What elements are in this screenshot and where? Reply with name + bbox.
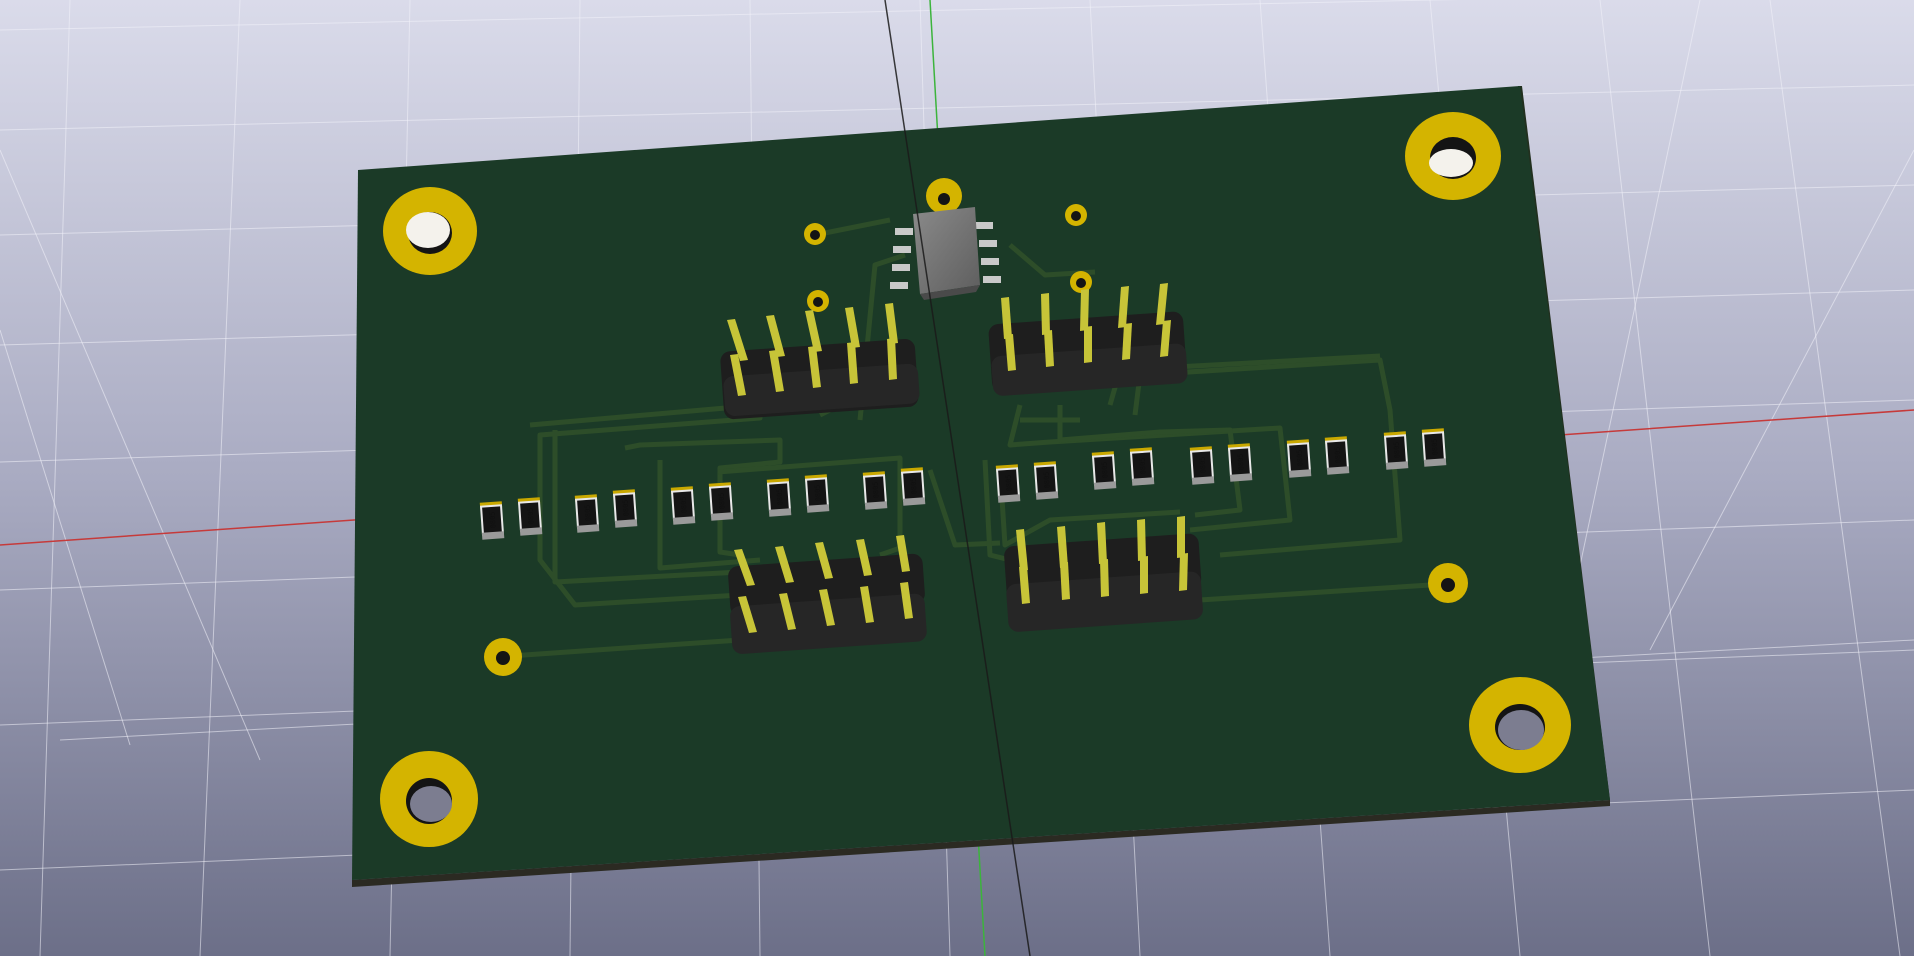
resistor-0805[interactable]: 0805 [862, 471, 888, 510]
resistor-0805[interactable]: 0805 [1033, 461, 1059, 500]
resistor-0805[interactable]: 0805 [1091, 451, 1117, 490]
resistor-label: 0805 [1004, 474, 1013, 491]
pin-header-block[interactable] [988, 283, 1188, 396]
resistor-label: 0805 [1392, 441, 1401, 458]
via [1070, 271, 1092, 293]
resistor-label: 0805 [909, 477, 918, 494]
resistor-0805[interactable]: 0805 [1421, 428, 1447, 467]
resistor-label: 0805 [583, 504, 592, 521]
resistor-0805[interactable]: 0805 [995, 464, 1021, 503]
resistor-label: 0805 [813, 484, 822, 501]
resistor-label: 0805 [775, 488, 784, 505]
pin-header-block[interactable] [1003, 516, 1203, 632]
resistor-label: 0805 [871, 481, 880, 498]
resistor-0805[interactable]: 0805 [1189, 446, 1215, 485]
resistor-label: 0805 [526, 507, 535, 524]
resistor-label: 0805 [1236, 453, 1245, 470]
resistor-label: 0805 [717, 492, 726, 509]
resistor-label: 0805 [679, 496, 688, 513]
via [804, 223, 826, 245]
pin-header-block[interactable] [727, 535, 927, 655]
resistor-0805[interactable]: 0805 [517, 497, 543, 536]
via [807, 290, 829, 312]
resistor-group: 0805 0805 0805 0805 0805 0805 0805 0805 0805 0805… [479, 428, 1447, 540]
resistor-label: 0805 [621, 499, 630, 516]
via [926, 178, 962, 214]
resistor-0805[interactable]: 0805 [1383, 431, 1409, 470]
ic-chip-soic8[interactable] [890, 207, 1001, 300]
resistor-label: 0805 [1333, 446, 1342, 463]
mounting-hole [383, 187, 477, 275]
resistor-0805[interactable]: 0805 [612, 489, 638, 528]
via [484, 638, 522, 676]
resistor-0805[interactable]: 0805 [1286, 439, 1312, 478]
resistor-label: 0805 [1138, 457, 1147, 474]
resistor-0805[interactable]: 0805 [804, 474, 830, 513]
resistor-label: 0805 [1198, 456, 1207, 473]
resistor-label: 0805 [1042, 471, 1051, 488]
pcb-board[interactable] [352, 86, 1610, 880]
resistor-0805[interactable]: 0805 [900, 467, 926, 506]
resistor-0805[interactable]: 0805 [766, 478, 792, 517]
resistor-label: 0805 [488, 511, 497, 528]
resistor-0805[interactable]: 0805 [708, 482, 734, 521]
mounting-hole [380, 751, 478, 847]
via [1428, 563, 1468, 603]
pin-header-block[interactable] [720, 303, 920, 420]
mounting-hole [1469, 677, 1571, 773]
resistor-0805[interactable]: 0805 [1129, 447, 1155, 486]
via [1065, 204, 1087, 226]
pcb-board-edge [352, 800, 1610, 887]
z-axis-line [884, 0, 1031, 956]
resistor-0805[interactable]: 0805 [1227, 443, 1253, 482]
resistor-0805[interactable]: 0805 [1324, 436, 1350, 475]
resistor-0805[interactable]: 0805 [479, 501, 505, 540]
resistor-label: 0805 [1295, 449, 1304, 466]
resistor-label: 0805 [1100, 461, 1109, 478]
resistor-0805[interactable]: 0805 [574, 494, 600, 533]
resistor-0805[interactable]: 0805 [670, 486, 696, 525]
resistor-label: 0805 [1430, 438, 1439, 455]
mounting-hole [1405, 112, 1501, 200]
